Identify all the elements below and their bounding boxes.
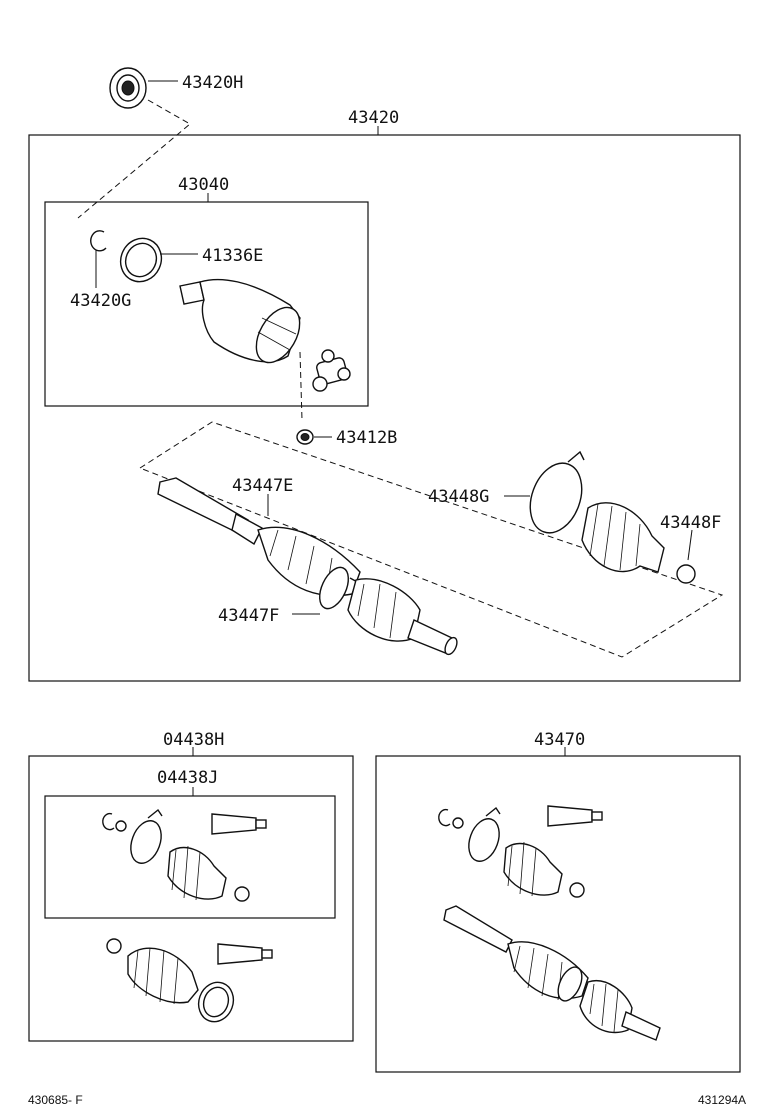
label-43420: 43420: [348, 108, 399, 128]
kit-box-04438h: [28, 755, 354, 1042]
shaft-box-43470: [375, 755, 741, 1073]
label-43448f: 43448F: [660, 513, 721, 533]
label-43447f: 43447F: [218, 606, 279, 626]
kit-04438j-parts: [102, 808, 267, 902]
label-43447e: 43447E: [232, 476, 293, 496]
bearing-seal-43420h: [109, 67, 147, 109]
label-43420h: 43420H: [182, 73, 243, 93]
joint-boot: [581, 502, 665, 573]
label-43412b: 43412B: [336, 428, 397, 448]
label-04438j: 04438J: [157, 768, 218, 788]
snap-ring-43420g: [90, 230, 107, 252]
assembly-box-43420: [28, 134, 741, 682]
shaft-43470-parts: [438, 805, 661, 1041]
label-43040: 43040: [178, 175, 229, 195]
inboard-joint-housing: [179, 278, 301, 364]
label-43420g: 43420G: [70, 291, 131, 311]
label-41336e: 41336E: [202, 246, 263, 266]
label-43448g: 43448G: [428, 487, 489, 507]
boot-band-43448g: [529, 450, 585, 534]
kit-box-04438j: [44, 795, 336, 919]
tripod-joint: [312, 349, 351, 392]
boot-clamp-43448f: [676, 564, 696, 584]
label-43470: 43470: [534, 730, 585, 750]
footer-left-code: 430685- F: [28, 1093, 83, 1107]
assembly-box-43040: [44, 201, 369, 407]
kit-04438h-parts: [106, 938, 273, 1023]
label-04438h: 04438H: [163, 730, 224, 750]
footer-right-code: 431294A: [698, 1093, 746, 1107]
oil-seal-41336e: [119, 237, 163, 283]
drive-shaft-assembly: [157, 477, 458, 656]
